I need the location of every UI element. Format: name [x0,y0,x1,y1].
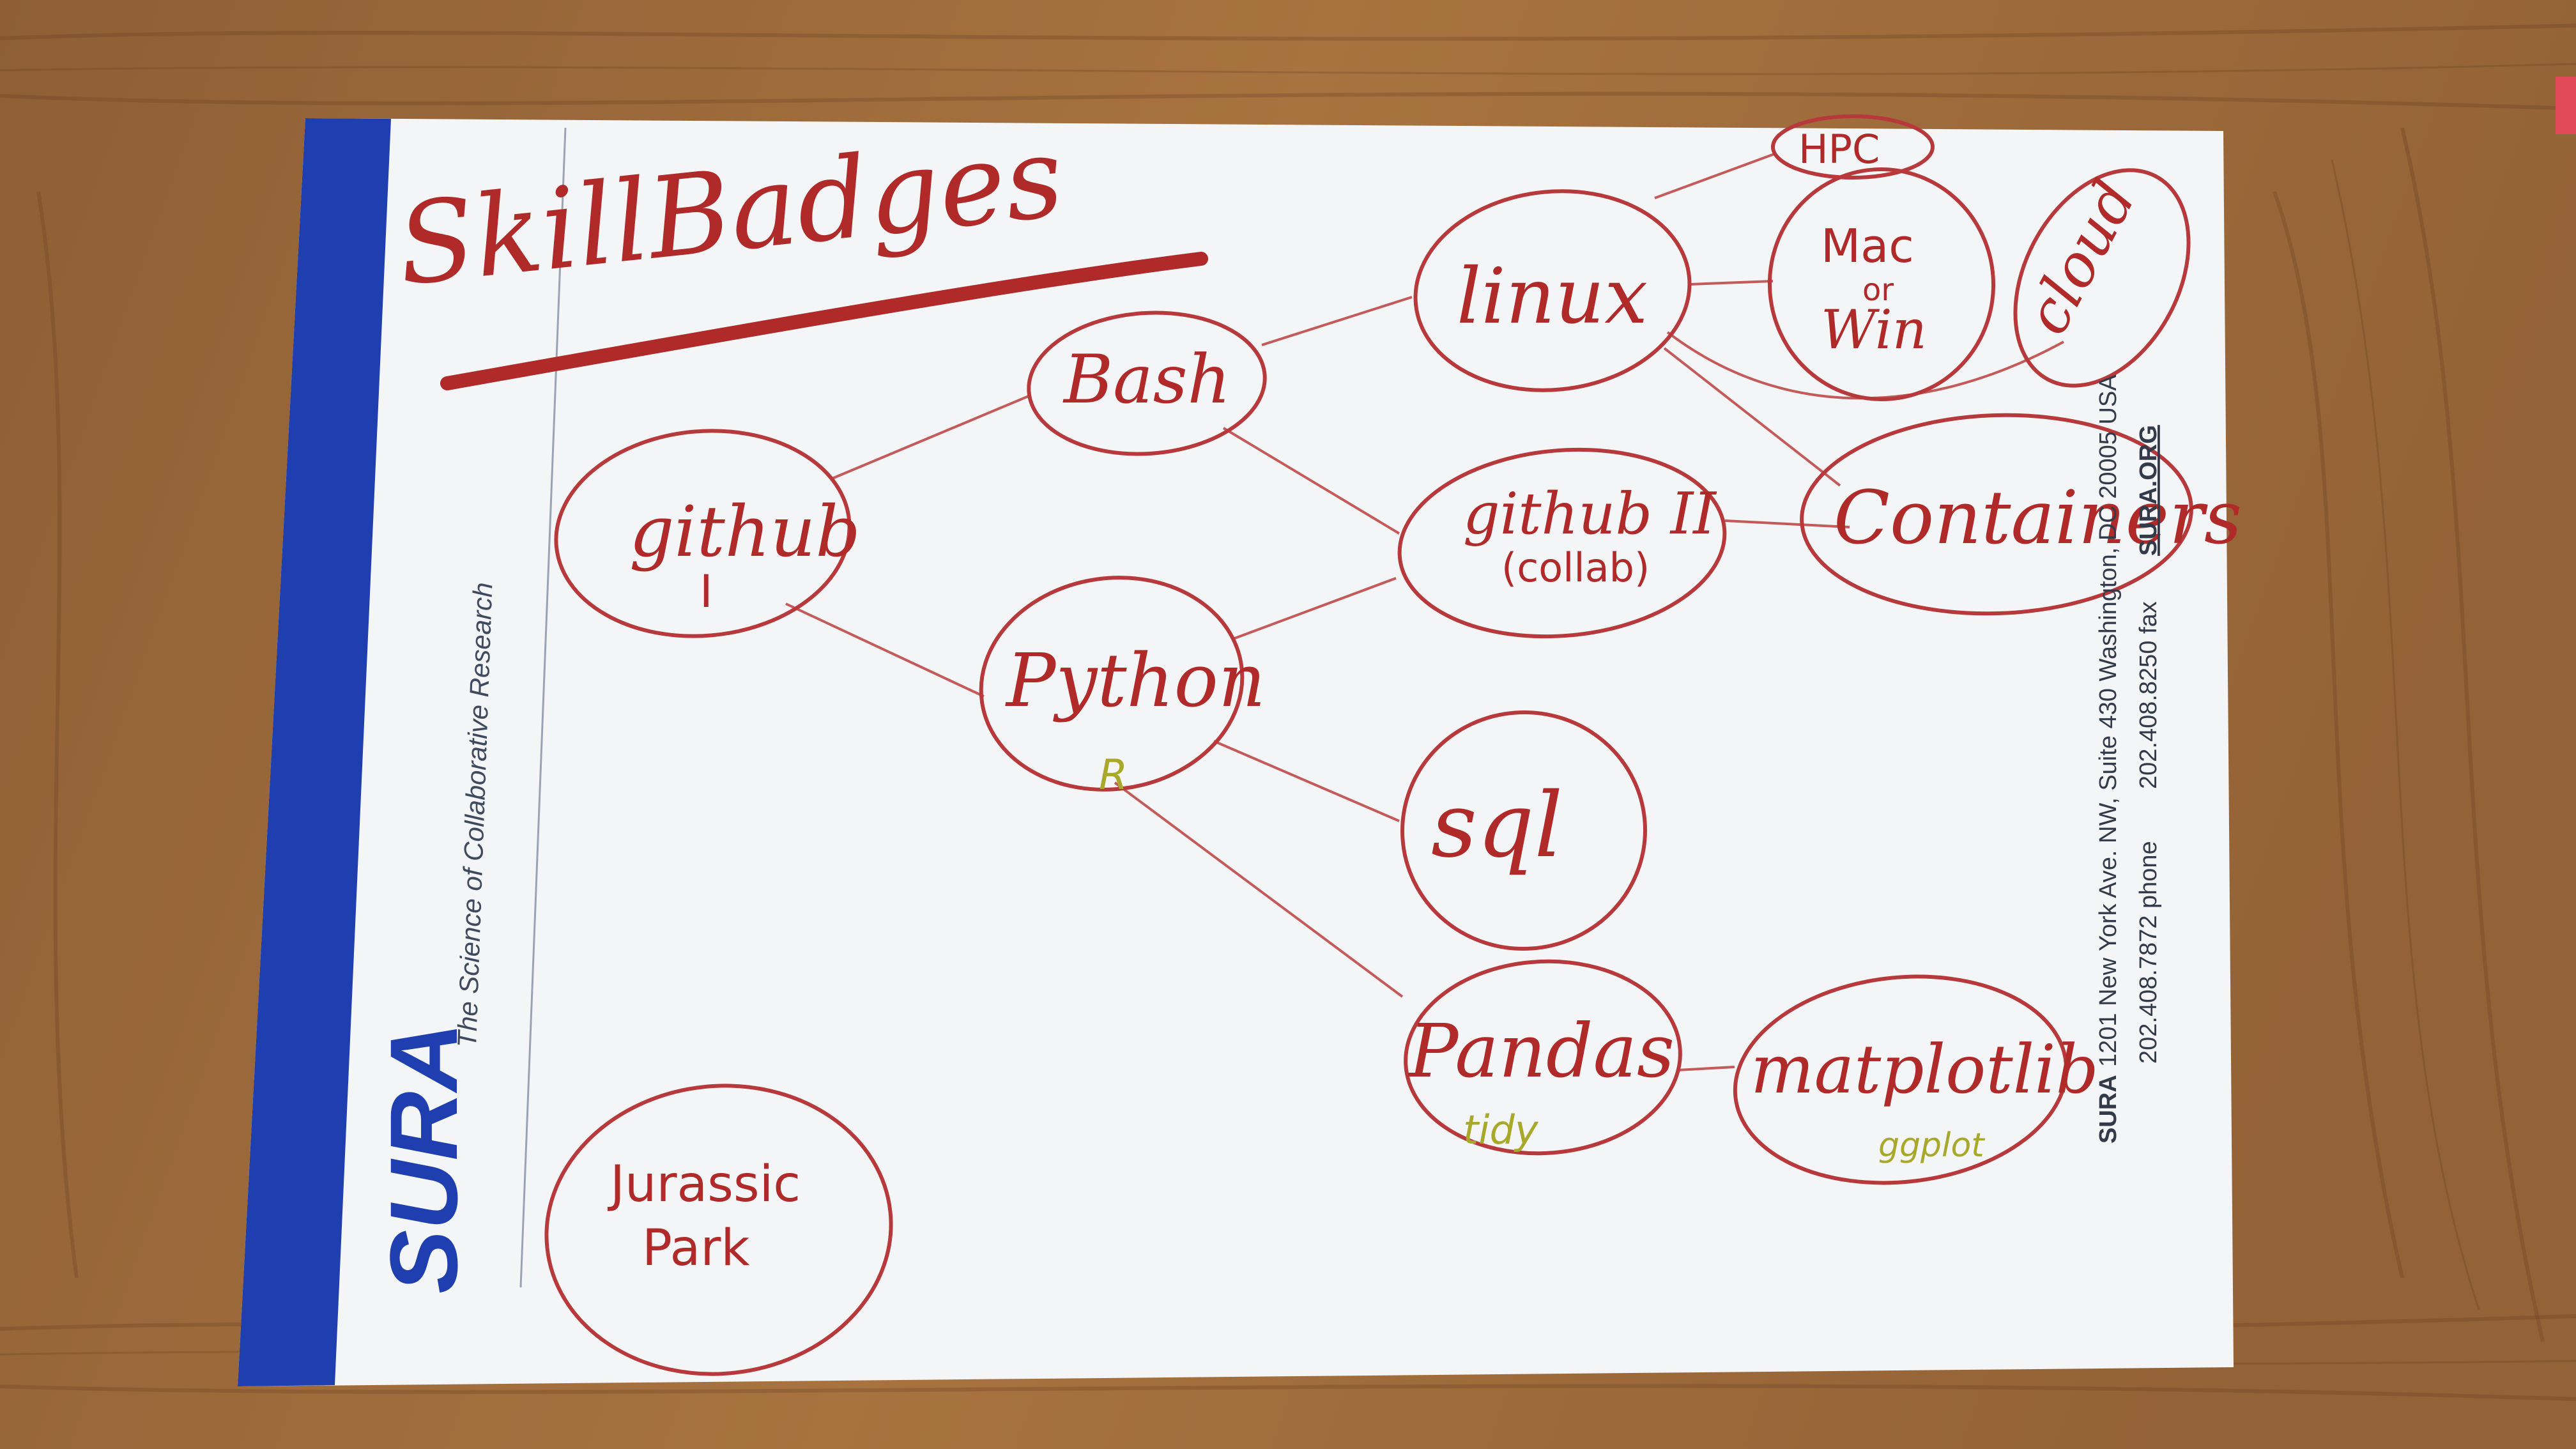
edge-linux-hpc [1654,152,1777,199]
node-linux: linux [1413,189,1692,392]
node-cloud-outline [2013,168,2191,388]
pink-sticky-note-edge [2556,77,2576,134]
node-pandas-note: tidy [1463,1107,1539,1153]
edge-bash-linux [1261,296,1413,346]
node-pandas: Pandas tidy [1404,959,1682,1156]
node-matplotlib: matplotlib ggplot [1733,974,2099,1185]
node-macwin-win: Win [1821,298,1927,361]
node-matplotlib-outline [1733,974,2069,1185]
node-github1-sub: I [700,565,713,618]
edge-linux-cloud [1666,331,2064,400]
node-containers-label: Containers [1834,475,2242,561]
node-github1-label: github [629,491,861,572]
node-pandas-label: Pandas [1407,1009,1675,1094]
node-containers-outline [1800,413,2193,616]
card-address-block: SURA 1201 New York Ave. NW, Suite 430 Wa… [2095,374,2162,1144]
node-containers: Containers [1800,413,2242,616]
node-python-note: R [1099,751,1128,799]
edge-bash-github2 [1222,427,1400,535]
node-sql-label: sql [1431,774,1563,878]
card-fax: 202.408.8250 fax [2135,601,2162,789]
node-jurassic-sub: Park [642,1220,750,1277]
card-blue-band [238,118,391,1386]
heading-underline [440,252,1208,390]
node-python: Python R [979,576,1266,799]
node-hpc: HPC [1771,114,1935,180]
node-github1: github I [554,429,861,638]
node-github2: github II (collab) [1397,447,1727,639]
node-linux-label: linux [1457,252,1648,341]
node-github1-outline [554,429,852,638]
node-hpc-outline [1771,114,1935,180]
node-jurassic-park: Jurassic Park [544,1084,893,1376]
node-hpc-label: HPC [1798,126,1880,172]
node-python-outline [979,576,1245,792]
card-logo: SURA [370,1022,477,1294]
node-sql: sql [1400,710,1647,951]
node-matplotlib-note: ggplot [1878,1126,1985,1165]
node-pandas-outline [1404,959,1682,1156]
edge-pandas-matplotlib [1676,1066,1735,1071]
node-github2-outline [1397,447,1727,639]
node-macwin: Mac or Win [1767,167,1996,401]
node-python-label: Python [1005,638,1266,724]
card-phone: 202.408.7872 phone [2135,841,2162,1064]
card-address: 1201 New York Ave. NW, Suite 430 Washing… [2095,374,2122,1067]
edge-python-github2 [1232,577,1397,640]
node-sql-outline [1400,710,1647,951]
edge-github1-bash [830,395,1029,480]
node-macwin-label: Mac [1821,219,1914,273]
edge-github1-python [785,602,985,698]
node-macwin-outline [1767,167,1996,401]
edge-linux-macwin [1689,280,1774,286]
card-website: SURA.ORG [2135,425,2162,556]
card-divider-line [519,127,567,1288]
node-github2-label: github II [1463,480,1717,548]
node-macwin-or: or [1862,272,1894,308]
node-jurassic-label: Jurassic [607,1156,801,1213]
node-bash-outline [1027,310,1267,456]
connector-lines [785,152,2064,1071]
node-bash: Bash [1027,310,1267,456]
card-org-name: SURA [2095,1075,2122,1144]
node-bash-label: Bash [1062,341,1230,418]
edge-github2-containers [1724,519,1850,528]
node-github2-sub: (collab) [1501,544,1650,591]
node-jurassic-outline [544,1084,893,1376]
node-linux-outline [1413,189,1692,392]
edge-python-sql [1213,740,1400,822]
node-matplotlib-label: matplotlib [1751,1031,2099,1108]
edge-python-pandas [1114,781,1404,998]
edge-linux-containers [1663,347,1841,487]
card-paper [238,118,2234,1386]
